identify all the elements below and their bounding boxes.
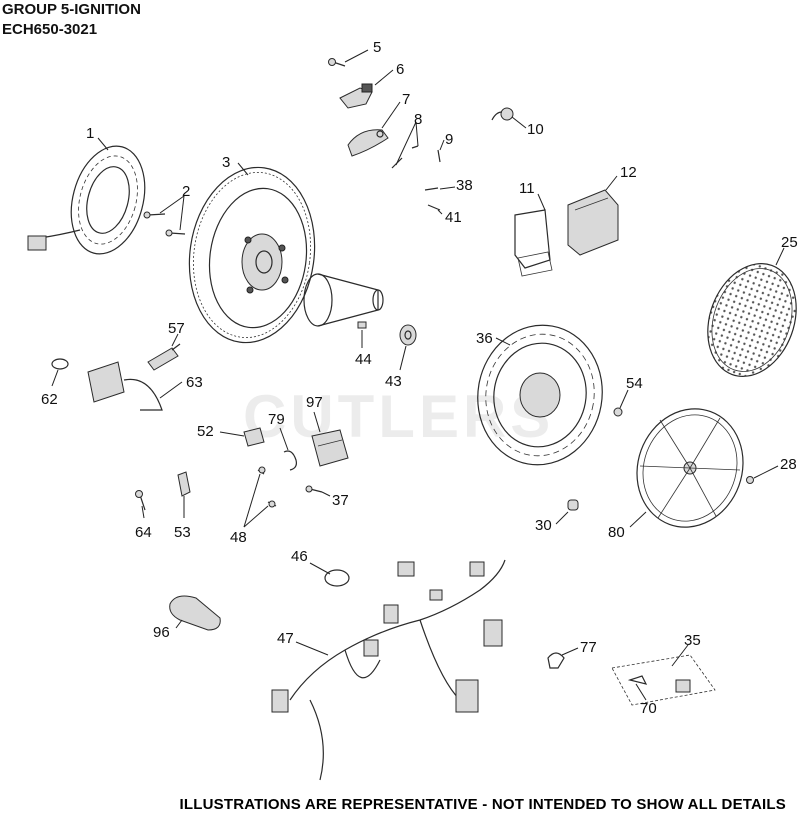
clamp-62-part	[51, 358, 69, 370]
callout-11: 11	[519, 180, 535, 197]
callout-30: 30	[535, 517, 552, 534]
callout-9: 9	[445, 131, 453, 148]
flywheel-part	[188, 166, 316, 344]
callout-70: 70	[640, 700, 657, 717]
callout-96: 96	[153, 624, 170, 641]
bolt-64-part	[135, 490, 146, 511]
callout-3: 3	[222, 154, 230, 171]
callout-7: 7	[402, 91, 410, 108]
callout-10: 10	[527, 121, 544, 138]
callout-46: 46	[291, 548, 308, 565]
spacer-30-part	[567, 499, 579, 511]
model-number: ECH650-3021	[2, 21, 98, 38]
bracket-7-part	[347, 129, 389, 157]
stator-part	[27, 145, 146, 255]
decal-kit-35-part	[611, 654, 716, 706]
sensor-6-part	[339, 83, 373, 109]
callout-38: 38	[456, 177, 473, 194]
exploded-parts-diagram: 1 2 3 5 6 7	[27, 39, 798, 781]
fan-guard-80-part	[636, 408, 744, 528]
callout-28: 28	[780, 456, 797, 473]
screw-54-part	[613, 407, 623, 417]
hub-shaft-43-44-part	[303, 273, 417, 346]
callout-37: 37	[332, 492, 349, 509]
callout-41: 41	[445, 209, 462, 226]
disclaimer-footer: ILLUSTRATIONS ARE REPRESENTATIVE - NOT I…	[179, 796, 786, 813]
callout-8: 8	[414, 111, 422, 128]
clamp-77-part	[547, 652, 565, 669]
callout-25: 25	[781, 234, 798, 251]
callout-54: 54	[626, 375, 643, 392]
callout-79: 79	[268, 411, 285, 428]
clip-79-part	[283, 450, 297, 471]
spark-plug-57-part	[147, 343, 181, 371]
bracket-11-part	[514, 209, 553, 277]
diagram-header: GROUP 5-IGNITION ECH650-3021	[2, 0, 141, 40]
clamp-46-part	[324, 569, 350, 587]
callout-35: 35	[684, 632, 701, 649]
callout-62: 62	[41, 391, 58, 408]
group-title: GROUP 5-IGNITION	[2, 1, 141, 18]
bolt-5-part	[328, 58, 346, 67]
grille-screen-25-part	[707, 263, 797, 377]
callout-6: 6	[396, 61, 404, 78]
callout-36: 36	[476, 330, 493, 347]
callout-57: 57	[168, 320, 185, 337]
callout-43: 43	[385, 373, 402, 390]
callout-64: 64	[135, 524, 152, 541]
ignition-module-12-part	[567, 189, 619, 256]
cooling-fan-36-part	[477, 324, 603, 466]
screw-28-part	[746, 476, 754, 484]
screw-37-part	[305, 485, 323, 493]
callout-77: 77	[580, 639, 597, 656]
rectifier-97-part	[311, 429, 349, 467]
grommet-10-part	[491, 107, 514, 121]
callout-63: 63	[186, 374, 203, 391]
ignition-coil-63-part	[87, 361, 163, 411]
callout-12: 12	[620, 164, 637, 181]
callout-44: 44	[355, 351, 372, 368]
stator-screws-part	[143, 211, 186, 237]
watermark-logo: CUTLERS	[243, 383, 555, 450]
callout-1: 1	[86, 125, 94, 142]
callout-52: 52	[197, 423, 214, 440]
callout-53: 53	[174, 524, 191, 541]
pin-9-part	[437, 149, 441, 163]
callout-47: 47	[277, 630, 294, 647]
screws-48-part	[257, 466, 277, 508]
wire-clips-38-41-part	[424, 187, 441, 211]
callout-2: 2	[182, 183, 190, 200]
wire-harness-47-part	[271, 559, 506, 781]
grommet-96-part	[169, 595, 221, 631]
clip-53-part	[177, 471, 191, 497]
plate-52-part	[243, 427, 265, 447]
callout-5: 5	[373, 39, 381, 56]
callout-48: 48	[230, 529, 247, 546]
callout-80: 80	[608, 524, 625, 541]
callout-97: 97	[306, 394, 323, 411]
